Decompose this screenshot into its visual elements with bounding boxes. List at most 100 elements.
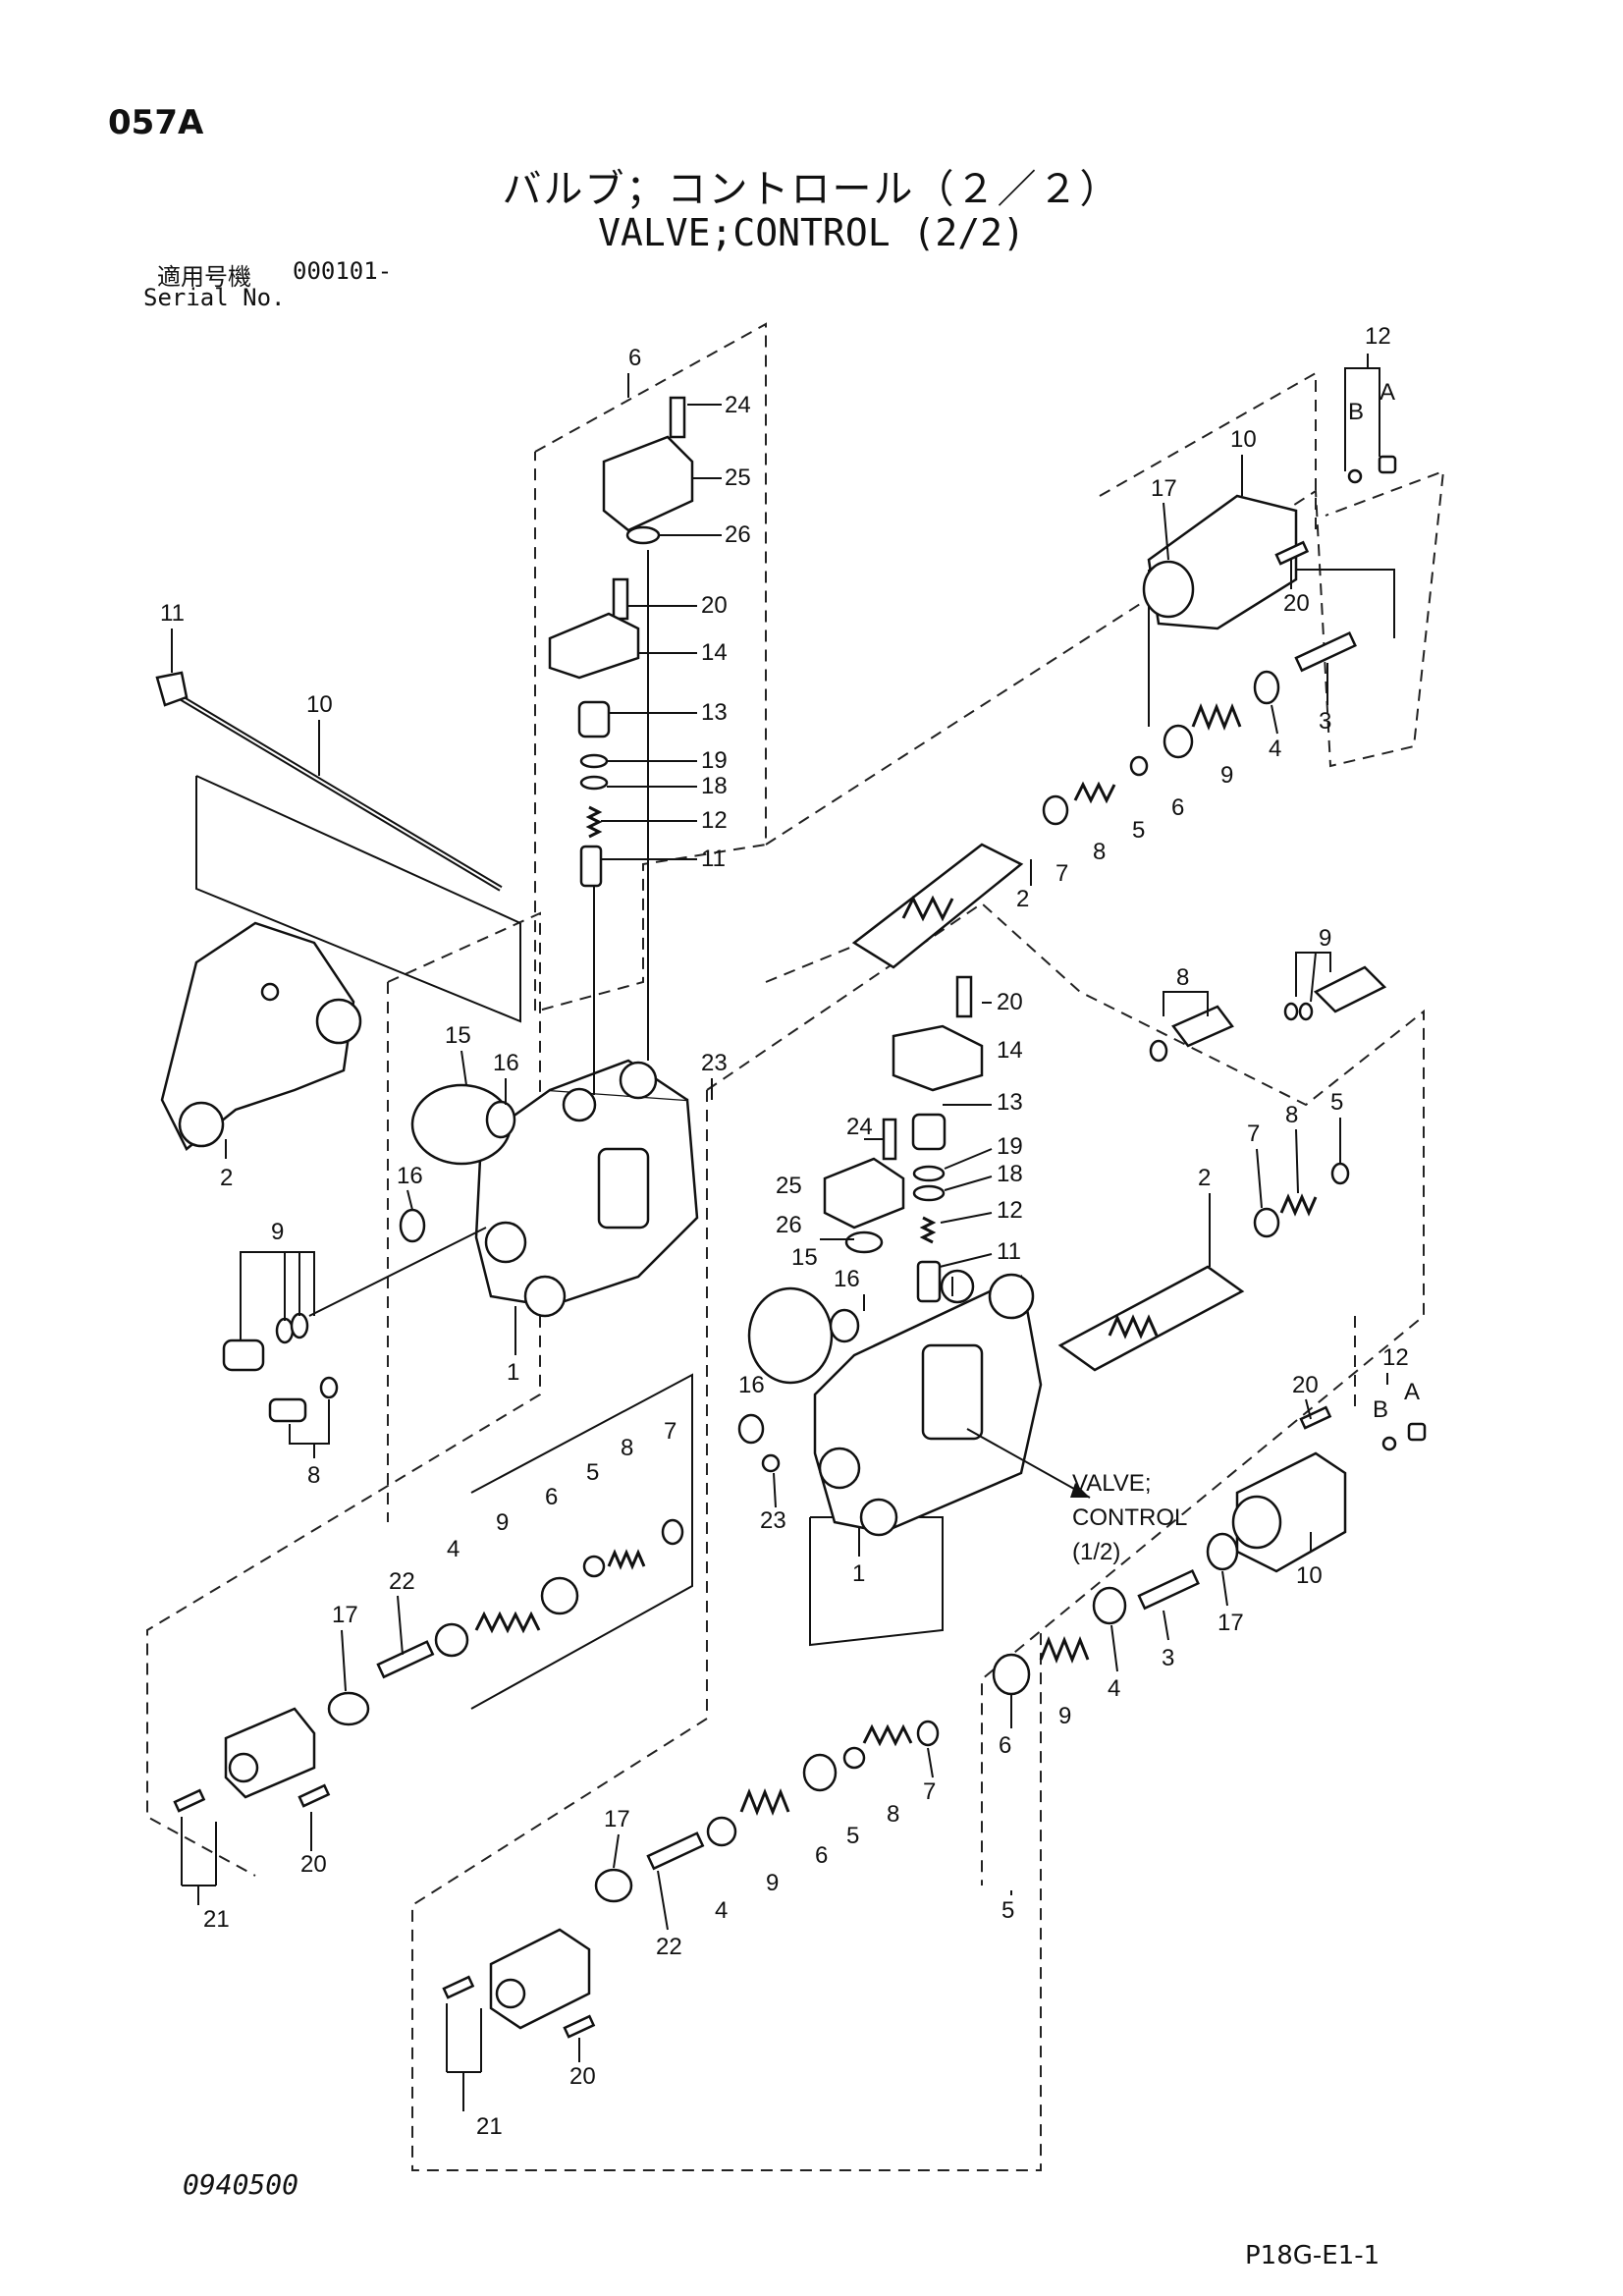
callout-label: 13	[701, 699, 728, 726]
callout-label: 25	[776, 1173, 802, 1199]
callout-label: 15	[445, 1022, 471, 1049]
page-title-english: VALVE;CONTROL (2/2)	[598, 211, 1025, 254]
callout-label: 11	[997, 1238, 1021, 1265]
callout-label: 17	[332, 1602, 358, 1628]
callout-label: 9	[271, 1219, 284, 1245]
callout-label: 20	[1292, 1372, 1319, 1398]
part-callouts: 6 24 25 26 20 14 13 19 18 12 11 11 10 2 …	[160, 323, 1420, 2140]
callout-label: 13	[997, 1089, 1023, 1116]
callout-label: 23	[701, 1050, 728, 1076]
callout-label: 8	[1093, 839, 1106, 865]
callout-label: 25	[725, 465, 751, 491]
callout-label: 7	[664, 1418, 676, 1445]
left-valve-section	[155, 396, 699, 1886]
callout-label: 19	[701, 747, 728, 774]
callout-leaders	[171, 354, 1388, 2111]
callout-label: 8	[1285, 1102, 1298, 1128]
page-code: 057A	[108, 103, 204, 142]
callout-label: 6	[545, 1484, 558, 1510]
callout-label: 20	[997, 989, 1023, 1015]
callout-label: 6	[628, 345, 641, 371]
callout-label: 19	[997, 1133, 1023, 1160]
callout-label: 8	[307, 1462, 320, 1489]
callout-label: 9	[1058, 1703, 1071, 1729]
callout-label: 1	[507, 1359, 519, 1386]
callout-label: 20	[300, 1851, 327, 1878]
document-code: 0940500	[183, 2168, 299, 2201]
callout-label: 17	[1217, 1610, 1244, 1636]
callout-label: 11	[701, 846, 726, 872]
callout-label: 2	[1198, 1165, 1211, 1191]
figure-code: P18G-E1-1	[1245, 2241, 1380, 2270]
callout-label: 22	[656, 1934, 682, 1960]
callout-label: 17	[604, 1806, 630, 1832]
callout-label: 21	[476, 2113, 503, 2140]
serial-number-value: 000101-	[293, 257, 393, 285]
page-title-japanese: バルブ；コントロール（２／２）	[502, 167, 1121, 212]
callout-label: 5	[1001, 1897, 1014, 1924]
callout-label: 16	[738, 1372, 765, 1398]
callout-label: 4	[715, 1897, 728, 1924]
callout-label: 5	[1132, 817, 1145, 844]
callout-label: A	[1404, 1379, 1420, 1405]
callout-label: 12	[1365, 323, 1391, 350]
reference-note-line: VALVE;	[1072, 1470, 1151, 1497]
reference-note-line: (1/2)	[1072, 1539, 1120, 1565]
callout-label: 16	[397, 1163, 423, 1189]
callout-label: 9	[496, 1509, 509, 1536]
callout-label: 7	[1247, 1121, 1260, 1147]
callout-label: 22	[389, 1568, 415, 1595]
callout-label: 23	[760, 1507, 786, 1534]
callout-label: 8	[621, 1435, 633, 1461]
callout-label: 5	[1330, 1089, 1343, 1116]
callout-label: 1	[852, 1560, 865, 1587]
callout-label: 8	[1176, 964, 1189, 991]
callout-label: 10	[306, 691, 333, 718]
callout-label: 3	[1319, 708, 1331, 735]
callout-label: 9	[766, 1870, 779, 1896]
callout-label: 5	[846, 1823, 859, 1849]
callout-label: 26	[776, 1212, 802, 1238]
callout-label: 26	[725, 521, 751, 548]
callout-label: 4	[447, 1536, 460, 1562]
callout-label: 3	[1162, 1645, 1174, 1671]
callout-label: 18	[701, 773, 728, 799]
callout-label: 5	[586, 1459, 599, 1486]
callout-label: 21	[203, 1906, 230, 1933]
callout-label: 7	[1055, 860, 1068, 887]
subgroup-outlines	[195, 569, 1395, 1710]
callout-label: 24	[846, 1114, 873, 1140]
callout-label: 11	[160, 600, 185, 627]
callout-label: 9	[1319, 925, 1331, 952]
callout-label: 2	[1016, 886, 1029, 912]
callout-label: 20	[569, 2063, 596, 2090]
callout-label: 7	[923, 1778, 936, 1805]
callout-label: 9	[1220, 762, 1233, 789]
callout-label: 10	[1296, 1562, 1323, 1589]
callout-label: 15	[791, 1244, 818, 1271]
callout-label: 16	[834, 1266, 860, 1292]
callout-label: 6	[815, 1842, 828, 1869]
callout-label: 17	[1151, 475, 1177, 502]
serial-label-english: Serial No.	[143, 284, 286, 311]
callout-label: B	[1373, 1396, 1388, 1423]
callout-label: 20	[1283, 590, 1310, 617]
callout-label: 4	[1108, 1675, 1120, 1702]
callout-label: 20	[701, 592, 728, 619]
callout-label: 8	[887, 1801, 899, 1828]
callout-label: 6	[999, 1732, 1011, 1759]
callout-label: B	[1348, 399, 1364, 425]
callout-label: 2	[220, 1165, 233, 1191]
callout-label: 12	[997, 1197, 1023, 1224]
callout-label: 24	[725, 392, 751, 418]
serial-label-japanese: 適用号機	[157, 263, 251, 291]
callout-label: 14	[701, 639, 728, 666]
callout-label: 4	[1269, 736, 1281, 762]
callout-label: 16	[493, 1050, 519, 1076]
callout-label: 12	[701, 807, 728, 834]
callout-label: 12	[1382, 1344, 1409, 1371]
callout-label: A	[1380, 379, 1395, 406]
callout-label: 18	[997, 1161, 1023, 1187]
callout-label: 10	[1230, 426, 1257, 453]
